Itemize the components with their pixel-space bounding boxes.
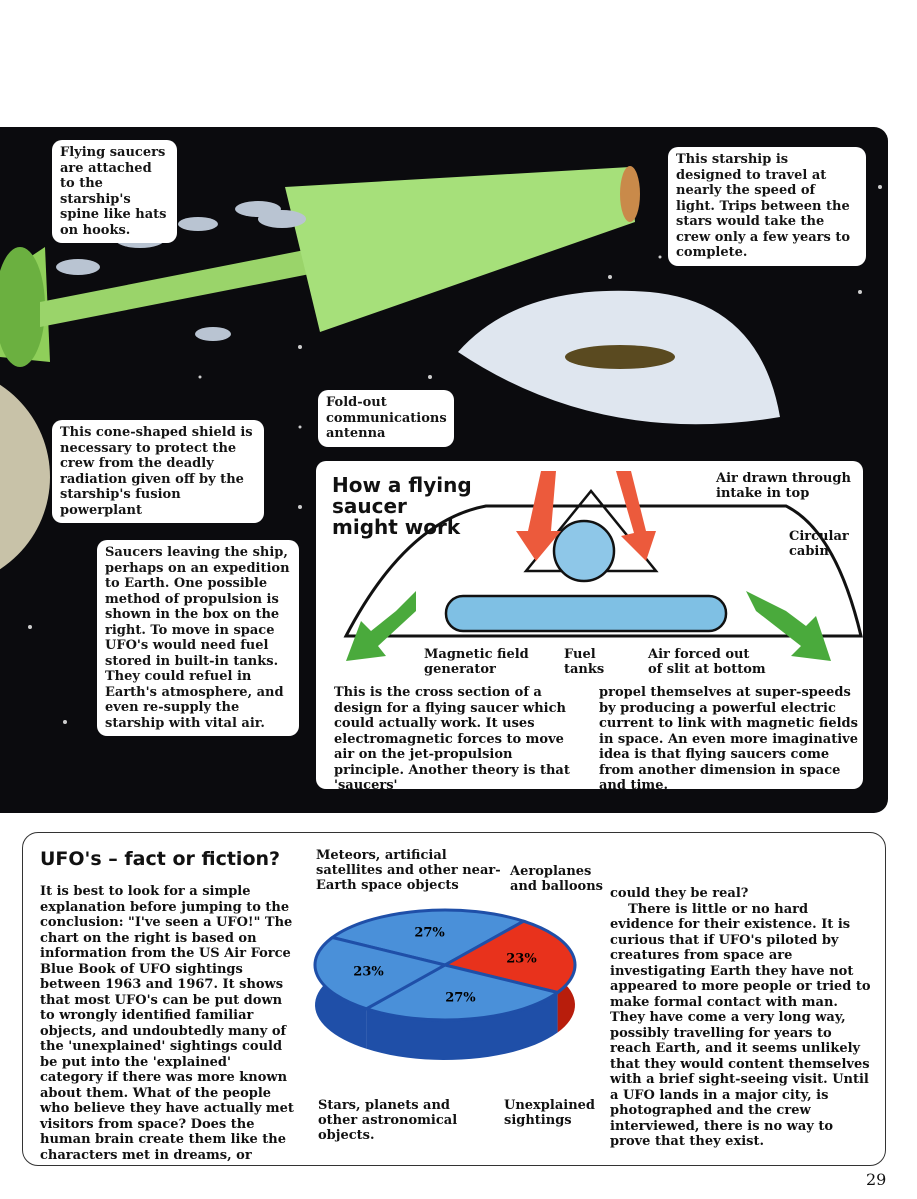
moon xyxy=(0,384,50,570)
pie-slice xyxy=(313,935,450,1011)
ufo-fact-or-fiction-box xyxy=(22,832,886,1166)
starship-cone xyxy=(285,167,635,332)
air-in-right-arrow xyxy=(616,471,656,561)
pie-slice-side xyxy=(366,992,558,1060)
ufo-title: UFO's – fact or fiction? xyxy=(40,848,281,870)
pie-slice xyxy=(328,908,528,967)
pie-value-label: 27% xyxy=(445,990,476,1005)
ufo-text-right: could they be real? There is little or n… xyxy=(610,886,871,1149)
label-magnetic: Magnetic field generator xyxy=(424,647,529,677)
diagram-text-left: This is the cross section of a design fo… xyxy=(334,685,570,793)
pie-label-meteors: Meteors, artificial satellites and other… xyxy=(316,848,501,893)
callout-leaving: Saucers leaving the ship, perhaps on an … xyxy=(97,540,299,736)
diagram-title: How a flying saucer might work xyxy=(332,473,472,539)
pie-slice xyxy=(440,919,577,995)
saucer-diagram-panel: How a flying saucer might work Air drawn… xyxy=(316,461,863,793)
callout-shield: This cone-shaped shield is necessary to … xyxy=(52,420,264,523)
pie-value-label: 23% xyxy=(353,965,384,980)
pie-slice xyxy=(362,963,562,1022)
space-scene xyxy=(0,166,882,724)
ufo-text-left: It is best to look for a simple explanat… xyxy=(40,884,294,1163)
pie-value-label: 27% xyxy=(414,926,445,941)
starship-spine xyxy=(40,247,320,327)
page-number: 29 xyxy=(866,1170,887,1189)
diagram-text-right: propel themselves at super-speeds by pro… xyxy=(599,685,858,793)
pie-label-stars: Stars, planets and other astronomical ob… xyxy=(318,1098,458,1143)
callout-antenna: Fold-out communications antenna xyxy=(318,390,454,447)
callout-saucers-hooks: Flying saucers are attached to the stars… xyxy=(52,140,177,243)
label-cabin: Circular cabin xyxy=(789,529,849,559)
air-in-left-arrow xyxy=(516,471,561,561)
callout-starship: This starship is designed to travel at n… xyxy=(668,147,866,266)
air-out-right-arrow xyxy=(746,591,831,661)
label-air-out: Air forced out of slit at bottom xyxy=(648,647,766,677)
pie-value-label: 23% xyxy=(506,951,537,966)
pie-label-unexplained: Unexplained sightings xyxy=(504,1098,596,1128)
pie-label-aeroplanes: Aeroplanes and balloons xyxy=(510,864,603,894)
hooked-saucers xyxy=(56,201,306,341)
air-out-left-arrow xyxy=(346,591,416,661)
ufo-pie-chart: 27% 23% 27% 23% xyxy=(313,908,577,1060)
label-fuel: Fuel tanks xyxy=(564,647,605,677)
label-air-in: Air drawn through intake in top xyxy=(716,471,851,501)
saucer-cross-section xyxy=(343,471,863,661)
